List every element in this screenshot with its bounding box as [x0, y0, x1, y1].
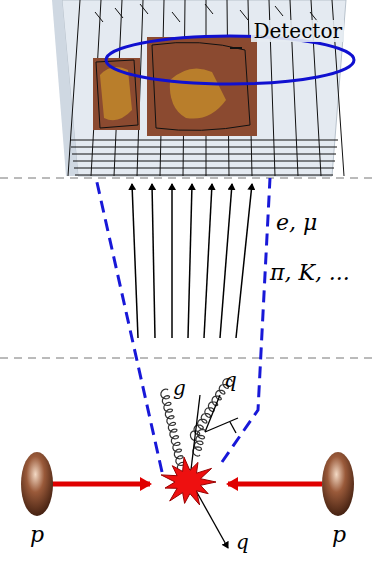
grid-line	[205, 4, 213, 14]
deposit-outline	[152, 42, 250, 130]
region-separator	[0, 178, 374, 179]
grid-line	[240, 10, 248, 20]
grid-line	[275, 6, 283, 16]
proton-label: p	[332, 524, 346, 546]
grid-line	[115, 8, 123, 18]
detector-face	[62, 0, 346, 176]
beam-arrow	[52, 482, 150, 487]
parton-label: q	[224, 370, 237, 390]
particle-label: e, μ	[276, 212, 317, 234]
beam-arrow	[228, 482, 322, 487]
grid-line	[68, 0, 80, 176]
particle-label: π, K, ...	[270, 262, 350, 284]
grid-line	[72, 154, 336, 155]
grid-line	[172, 12, 180, 22]
parton-label: g	[173, 378, 186, 398]
proton-label: p	[30, 524, 44, 546]
parton-label: q	[236, 532, 249, 552]
grid-line	[95, 12, 103, 22]
region-separator	[0, 358, 374, 359]
particle-tracks	[132, 184, 252, 338]
grid-line	[73, 161, 335, 162]
calorimeter-cell	[147, 37, 257, 136]
grid-line	[140, 4, 148, 14]
proton	[322, 452, 354, 516]
detector-label: Detector	[251, 20, 344, 42]
grid-line	[70, 140, 338, 141]
jet-cone	[96, 178, 162, 472]
gluon-coil	[161, 389, 186, 472]
grid-line	[74, 168, 334, 169]
energy-deposit	[170, 68, 226, 118]
jet-cone-top	[106, 36, 354, 84]
collision-burst	[161, 457, 216, 505]
detector-block: Detector	[62, 0, 346, 176]
detector-grid	[68, 0, 344, 176]
proton	[21, 452, 53, 516]
